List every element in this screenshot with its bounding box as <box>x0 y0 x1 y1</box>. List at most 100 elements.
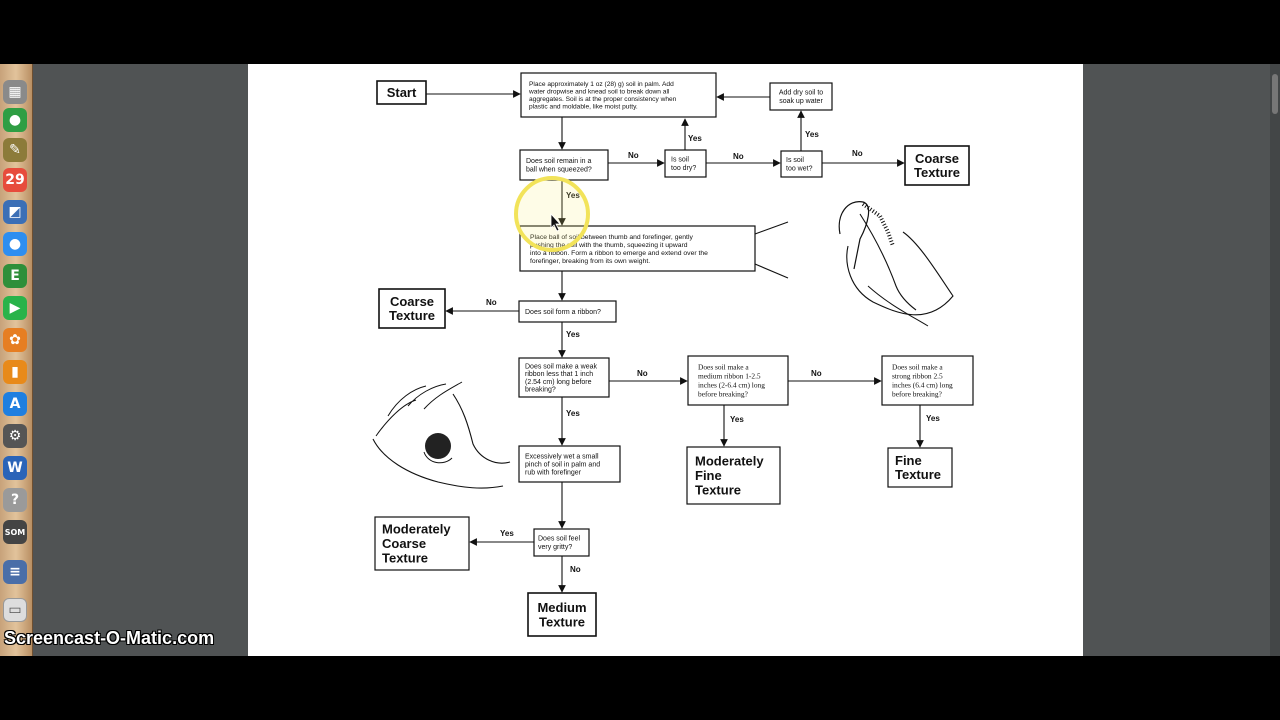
medium-ribbon-question-box-line-2: medium ribbon 1-2.5 <box>698 372 761 381</box>
gritty-question-box-line-2: very gritty? <box>538 544 572 551</box>
document-icon[interactable]: ▭ <box>3 598 27 622</box>
fine-texture-box-line-2: Texture <box>895 467 941 482</box>
weak-ribbon-question-box-line-2: ribbon less that 1 inch <box>525 371 593 378</box>
fine-texture-box-line-1: Fine <box>895 453 922 468</box>
place-soil-box: Place approximately 1 oz (28) g) soil in… <box>520 72 717 118</box>
wet-pinch-box-line-2: pinch of soil in palm and <box>525 461 600 468</box>
edge-wet-no-label: No <box>852 149 863 158</box>
edge-medium-yes-label: Yes <box>730 415 744 424</box>
coarse-texture-top-box-line-2: Texture <box>914 165 960 180</box>
photos-icon[interactable]: ✿ <box>3 328 27 352</box>
evernote-icon[interactable]: E <box>3 264 27 288</box>
coarse-texture-top-box-line-1: Coarse <box>915 151 959 166</box>
messages-icon[interactable]: ● <box>3 232 27 256</box>
preview-icon[interactable]: ◩ <box>3 200 27 224</box>
medium-texture-box-line-2: Texture <box>539 614 585 629</box>
top-letterbox <box>0 0 1280 64</box>
ball-question-box-line-2: ball when squeezed? <box>526 167 592 174</box>
som-icon[interactable]: SOM <box>3 520 27 544</box>
coarse-texture-left-box-line-1: Coarse <box>390 294 434 309</box>
edge-weak-yes-label: Yes <box>566 409 580 418</box>
moderately-coarse-box-line-2: Coarse <box>382 536 426 551</box>
edge-weak-no-label: No <box>637 369 648 378</box>
edge-ribbon-yes-label: Yes <box>566 330 580 339</box>
strong-ribbon-question-box-line-4: before breaking? <box>892 390 942 399</box>
gritty-question-box-line-1: Does soil feel <box>538 536 580 543</box>
word-icon[interactable]: W <box>3 456 27 480</box>
edge-gritty-yes-label: Yes <box>500 529 514 538</box>
add-dry-soil-box-line-2: soak up water <box>779 98 823 105</box>
too-dry-question-box-line-1: Is soil <box>671 157 689 164</box>
medium-ribbon-question-box-line-1: Does soil make a <box>698 363 749 372</box>
weak-ribbon-question-box-line-4: breaking? <box>525 387 556 394</box>
medium-ribbon-question-box-line-3: inches (2-6.4 cm) long <box>698 381 765 390</box>
edge-ribbon-no-label: No <box>486 298 497 307</box>
callout-line-bottom <box>754 263 789 279</box>
edge-dry-no-label: No <box>733 152 744 161</box>
ribbon-instruction-box-line-3: into a ribbon. Form a ribbon to emerge a… <box>530 250 708 257</box>
scrollbar-thumb[interactable] <box>1272 74 1278 114</box>
place-soil-box-line-2: water dropwise and knead soil to break d… <box>528 89 670 96</box>
too-wet-question-box-line-1: Is soil <box>786 157 804 164</box>
ribbon-instruction-box-line-1: Place ball of soil between thumb and for… <box>530 234 693 241</box>
coarse-texture-left-box-line-2: Texture <box>389 308 435 323</box>
wet-pinch-box-line-3: rub with forefinger <box>525 470 582 477</box>
wet-pinch-box-line-1: Excessively wet a small <box>525 453 599 460</box>
edge-strong-yes-label: Yes <box>926 414 940 423</box>
weak-ribbon-question-box-line-1: Does soil make a weak <box>525 363 597 370</box>
edge-ball-no-label: No <box>628 151 639 160</box>
ribbon-question-box-line-1: Does soil form a ribbon? <box>525 309 601 316</box>
facetime-icon[interactable]: ▶ <box>3 296 27 320</box>
strong-ribbon-question-box-line-2: strong ribbon 2.5 <box>892 372 943 381</box>
calendar-icon[interactable]: 29 <box>3 168 27 192</box>
start-box-line-1: Start <box>387 85 417 100</box>
place-soil-box-line-4: plastic and moldable, like moist putty. <box>529 104 638 111</box>
moderately-fine-box-line-2: Fine <box>695 468 722 483</box>
callout-line-top <box>754 221 789 235</box>
notes-icon[interactable]: ✎ <box>3 138 27 162</box>
system-preferences-icon[interactable]: ⚙ <box>3 424 27 448</box>
chrome-icon[interactable]: ● <box>3 108 27 132</box>
moderately-fine-box-line-1: Moderately <box>695 454 764 469</box>
document-page: Start Place approximately 1 oz (28) g) so… <box>248 64 1083 656</box>
ibooks-icon[interactable]: ▮ <box>3 360 27 384</box>
edge-dry-yes-label: Yes <box>688 134 702 143</box>
watermark: Screencast-O-Matic.com <box>4 628 215 648</box>
ribbon-instruction-box-line-2: pushing the soil with the thumb, squeezi… <box>530 242 688 249</box>
edge-wet-yes-label: Yes <box>805 130 819 139</box>
edge-medium-no-label: No <box>811 369 822 378</box>
downloads-icon[interactable]: ≡ <box>3 560 27 584</box>
place-soil-box-line-3: aggregates. Soil is at the proper consis… <box>529 96 677 103</box>
start-box: Start <box>376 80 427 105</box>
hand-ribbon-illustration <box>838 201 954 327</box>
add-dry-soil-box-line-1: Add dry soil to <box>779 90 823 97</box>
bottom-letterbox <box>0 656 1280 720</box>
ball-question-box-line-1: Does soil remain in a <box>526 158 591 165</box>
app-store-icon[interactable]: A <box>3 392 27 416</box>
help-icon[interactable]: ? <box>3 488 27 512</box>
scrollbar[interactable] <box>1270 64 1280 656</box>
place-soil-box-line-1: Place approximately 1 oz (28) g) soil in… <box>529 81 674 88</box>
launchpad-icon[interactable]: ▦ <box>3 80 27 104</box>
edge-ball-yes-label: Yes <box>566 191 580 200</box>
strong-ribbon-question-box-line-3: inches (6.4 cm) long <box>892 381 953 390</box>
medium-ribbon-question-box-line-4: before breaking? <box>698 390 748 399</box>
hand-pinch-illustration <box>372 381 511 489</box>
ribbon-instruction-box-line-4: forefinger, breaking from its own weight… <box>530 258 650 265</box>
medium-texture-box-line-1: Medium <box>537 600 586 615</box>
too-dry-question-box-line-2: too dry? <box>671 165 696 172</box>
too-wet-question-box-line-2: too wet? <box>786 166 813 173</box>
ribbon-question-box: Does soil form a ribbon? <box>518 300 617 323</box>
weak-ribbon-question-box-line-3: (2.54 cm) long before <box>525 379 592 386</box>
